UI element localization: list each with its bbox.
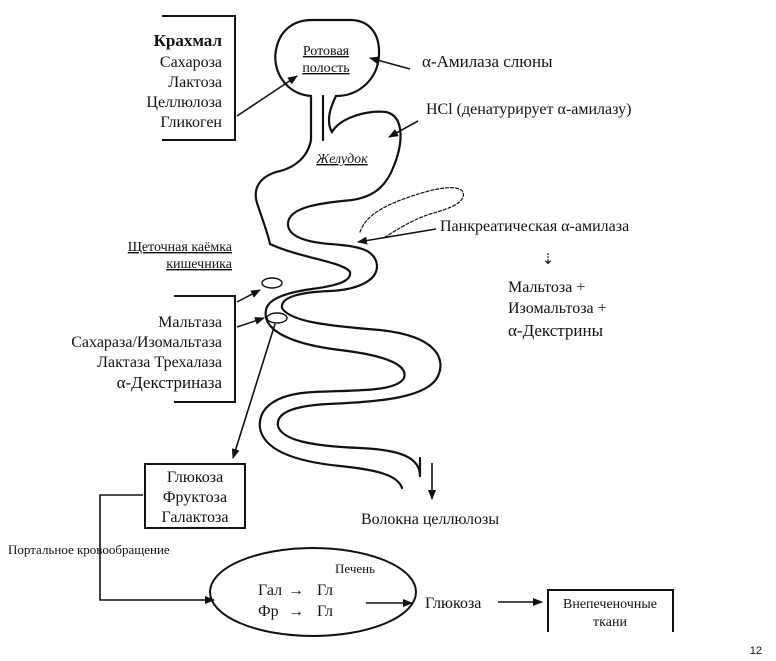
glucose-out-label: Глюкоза [425,595,481,612]
cellulose-fibers-label: Волокна целлюлозы [361,511,499,528]
stomach-label: Желудок [315,152,368,167]
portal-connector [99,494,215,604]
reaction-to: Гл [317,603,333,620]
brush-enzyme-item: α-Декстриназа [117,373,223,392]
arrow-pancreatic-amylase [357,228,437,245]
brush-border-oval-lower [266,312,288,324]
product-item: α-Декстрины [508,321,604,340]
reaction-to: Гл [317,582,333,599]
liver-oval [209,547,417,637]
arrow-absorption [231,323,276,459]
arrow-to-brush-lower [236,317,265,328]
saliva-amylase-label: α-Амилаза слюны [422,52,553,71]
brush-enzymes-group: Мальтаза Сахараза/Изомальтаза Лактаза Тр… [71,289,265,403]
extrahepatic-box [547,589,674,632]
brush-border-oval-upper [261,277,283,289]
monosaccharides-box [144,463,246,529]
intestine-outer [276,306,442,478]
portal-circulation-label: Портальное кровообращение [8,542,170,557]
page-number: 12 [750,645,762,657]
hcl-label: HCl (денатурирует α-амилазу) [426,101,631,118]
arrow-saliva-amylase [369,56,411,70]
pancreatic-amylase-label: Панкреатическая α-амилаза [440,218,629,235]
stomach-inner [254,138,352,312]
brush-enzyme-item: Лактаза Трехалаза [97,354,222,371]
mouth-label-line1: Ротовая [303,44,350,59]
extrahepatic-line1: Внепеченочные [563,597,657,612]
brush-enzymes-bracket [174,295,236,403]
reaction-arrow-glyph: → [288,603,304,620]
brush-border-label-line2: кишечника [166,257,233,272]
product-item: Мальтоза + [508,279,585,296]
substrate-item: Целлюлоза [146,94,222,111]
liver-title: Печень [335,561,375,576]
arrow-hcl [388,120,419,138]
reaction-from: Фр [258,603,279,620]
substrate-title: Крахмал [154,31,223,50]
monosaccharide-item: Глюкоза [167,469,223,486]
reaction-arrow-glyph: → [288,582,304,599]
monosaccharide-item: Фруктоза [163,489,227,506]
substrate-item: Лактоза [168,74,222,91]
pancreas-outline [359,187,464,239]
product-item: Изомальтоза + [508,300,607,317]
stomach-outline [280,94,402,310]
liver-reaction: Гал → Гл [258,582,333,599]
monosaccharide-item: Галактоза [162,509,229,526]
extrahepatic-line2: ткани [593,615,627,630]
mouth-cavity-outline [274,18,381,98]
reaction-from: Гал [258,582,282,599]
brush-enzyme-item: Сахараза/Изомальтаза [71,334,222,351]
substrates-group: Крахмал Сахароза Лактоза Целлюлоза Глико… [146,15,298,141]
substrate-item: Гликоген [160,114,222,131]
intestine-inner [258,308,406,490]
liver-reaction: Фр → Гл [258,603,333,620]
arrow-to-brush-upper [236,289,261,303]
substrates-bracket [162,15,236,141]
mouth-label-line2: полость [302,61,349,76]
substrate-item: Сахароза [160,54,222,71]
arrow-to-mouth [236,75,298,117]
digestive-tract [254,18,464,490]
brush-border-label-line1: Щеточная каёмка [128,240,233,255]
products-down-arrow: ⇣ [542,252,555,268]
brush-enzyme-item: Мальтаза [158,314,222,331]
